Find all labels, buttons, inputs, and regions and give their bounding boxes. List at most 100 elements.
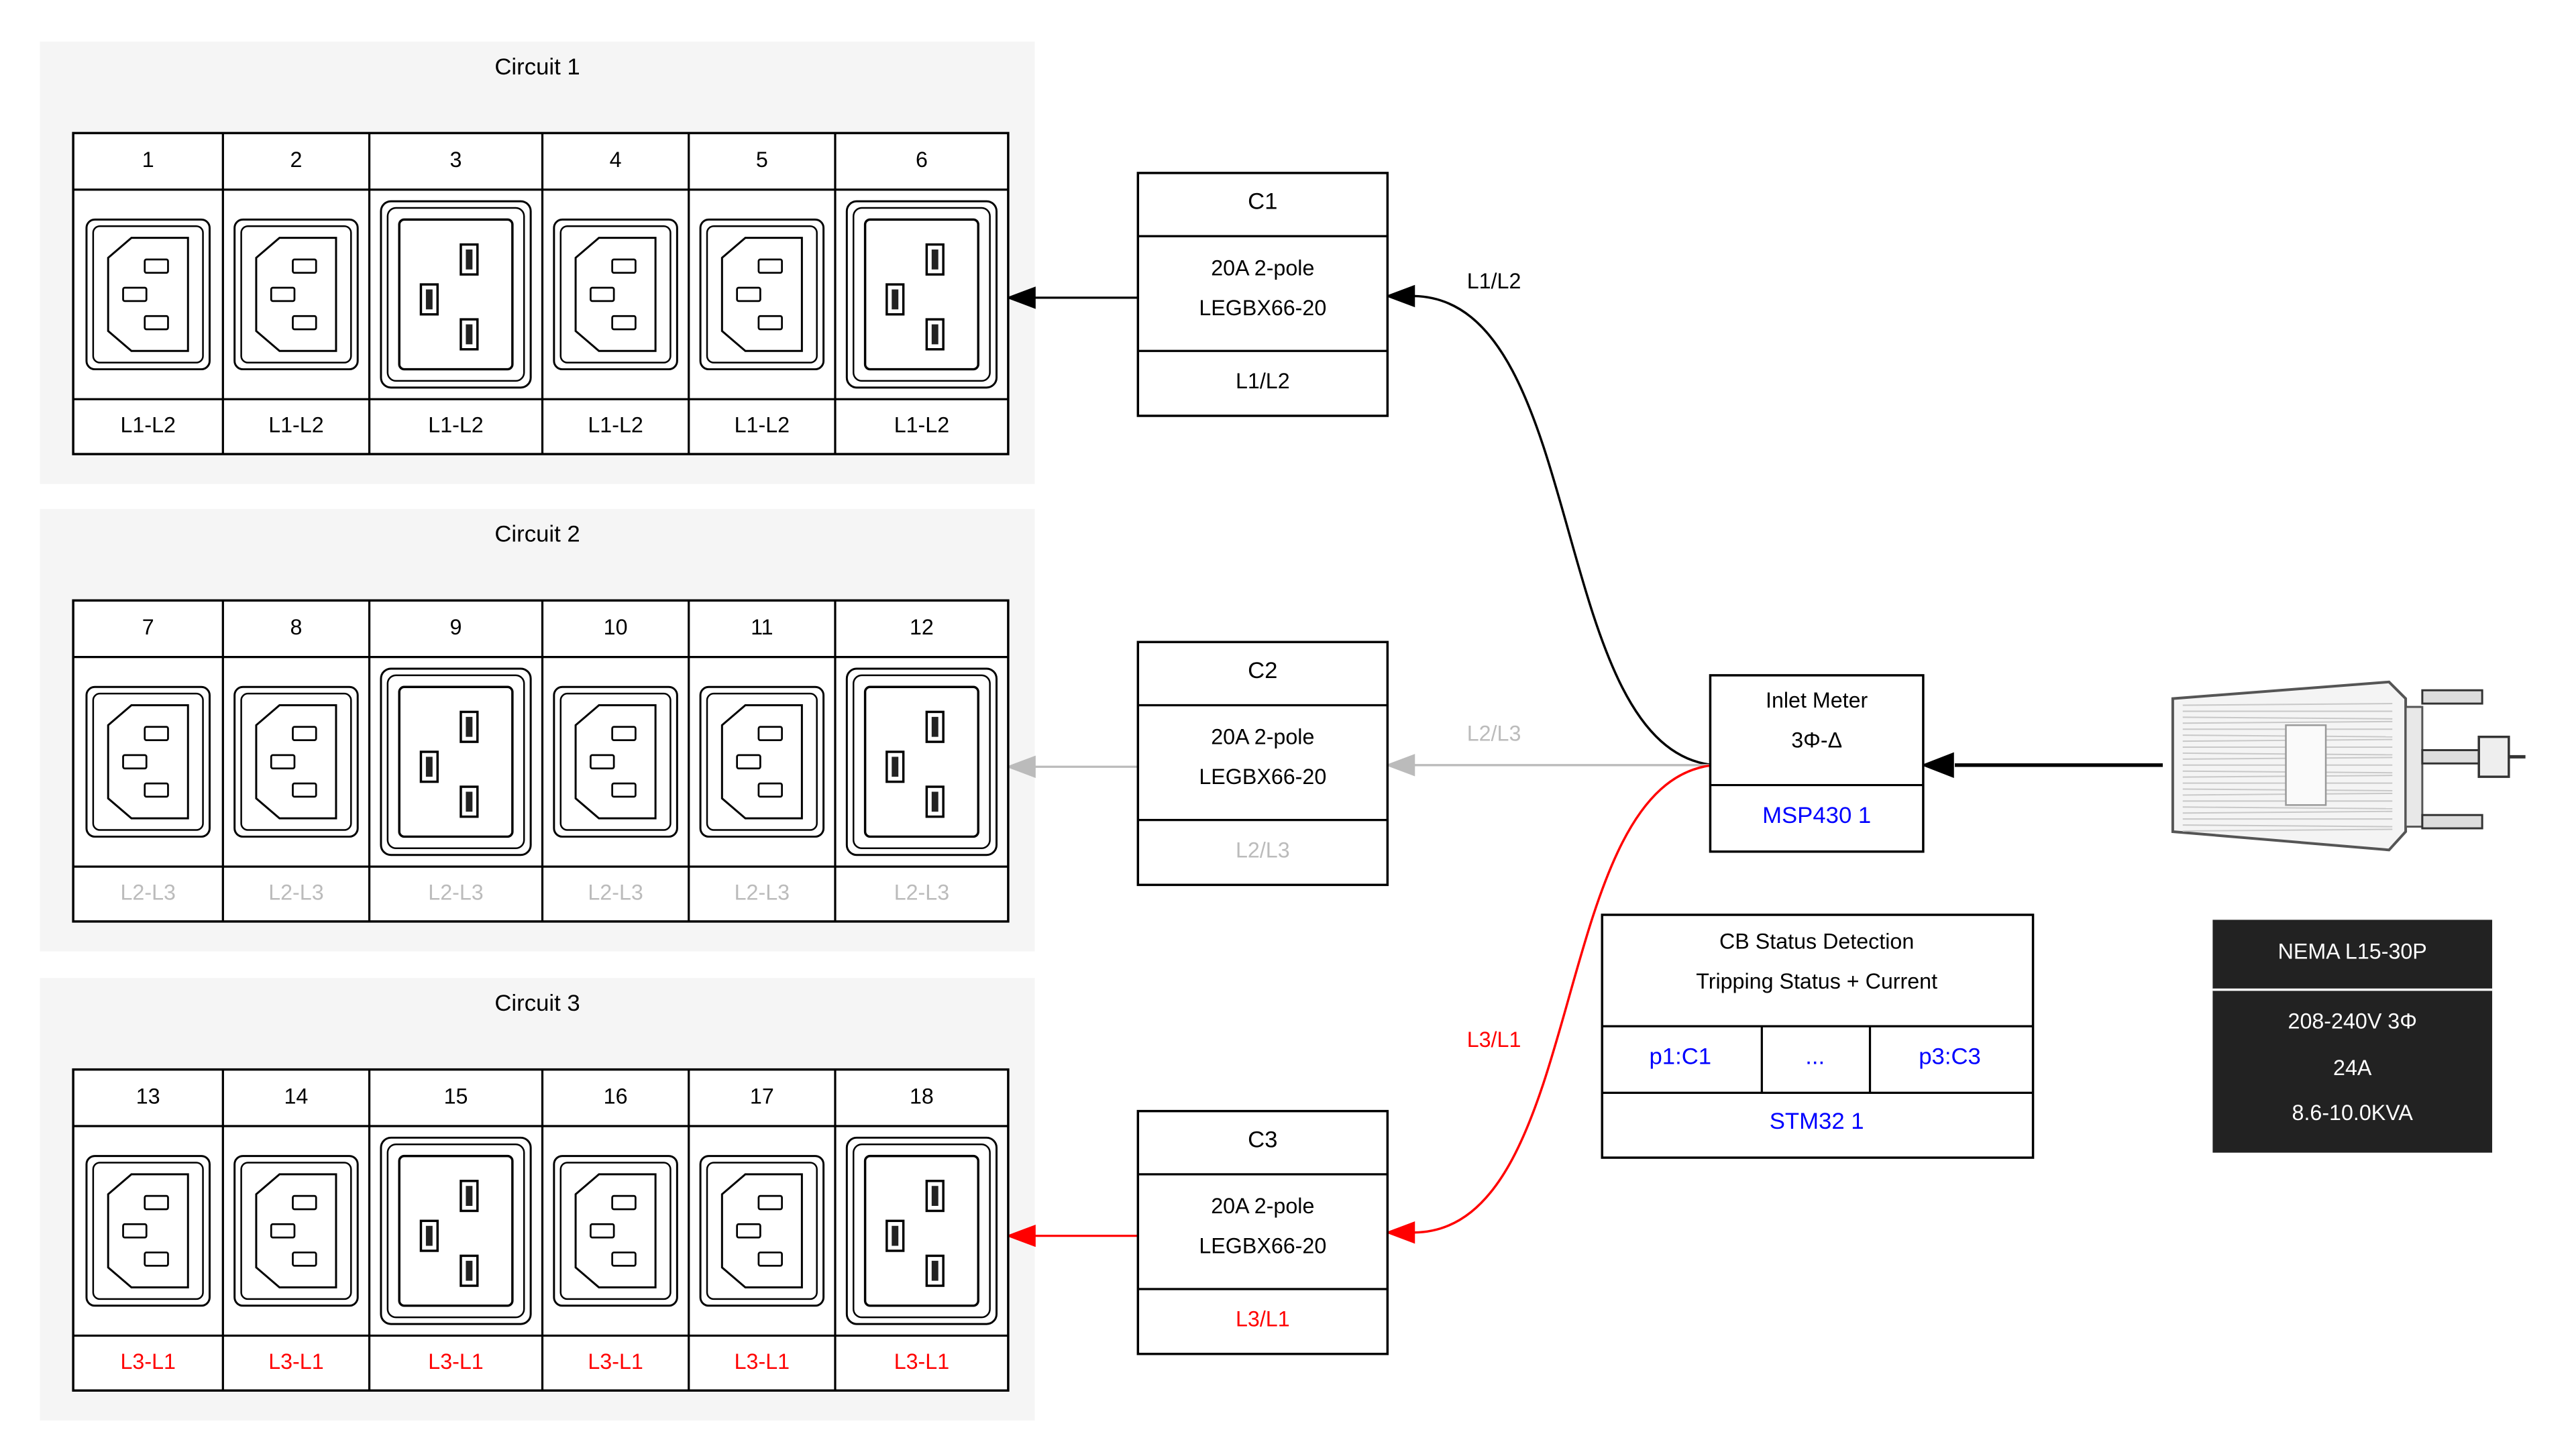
outlet-face [574, 1173, 657, 1289]
edge-meter-to-c3 [1413, 764, 1714, 1234]
port-ellipsis: ... [1805, 1044, 1825, 1069]
slot-bottom [292, 315, 317, 331]
outlet-frame-inner [852, 674, 991, 850]
outlet-frame [699, 218, 825, 371]
outlet-frame-inner [559, 692, 672, 831]
slot-ground [736, 754, 761, 770]
outlet-number: 14 [284, 1084, 309, 1108]
outlet-frame-inner [92, 225, 204, 364]
slot-fill [892, 289, 899, 310]
outlet-phase-label: L3-L1 [268, 1349, 323, 1374]
outlet-frame [380, 667, 532, 856]
outlet-frame [699, 1155, 825, 1307]
outlet-phase-label: L2-L3 [735, 881, 790, 905]
slot-top [757, 1194, 783, 1211]
outlet-face [107, 237, 189, 352]
outlet-frame [380, 1136, 532, 1325]
arrowhead [1385, 1221, 1415, 1244]
outlet-number: 18 [910, 1084, 934, 1108]
outlet-face [255, 1173, 337, 1289]
slot-bottom [611, 315, 637, 331]
outlet-number: 7 [142, 615, 154, 639]
slot-fill [931, 716, 938, 737]
outlet-frame [845, 667, 998, 856]
c19-outlet-icon [845, 200, 998, 389]
arrowhead [1006, 755, 1036, 778]
outlet-frame-inner [559, 1162, 672, 1300]
slot-ground [122, 754, 148, 770]
c13-outlet-icon [553, 1155, 678, 1307]
outlet-face [720, 1173, 803, 1289]
plug-texture [2182, 806, 2393, 810]
outlet-number: 15 [444, 1084, 468, 1108]
outlet-number: 1 [142, 148, 154, 172]
outlet-phase-label: L1-L2 [735, 413, 790, 437]
breaker-model: LEGBX66-20 [1199, 1234, 1326, 1258]
outlet-phase-label: L1-L2 [588, 413, 643, 437]
msp430-link: MSP430 1 [1762, 803, 1871, 828]
c13-outlet-icon [553, 685, 678, 838]
outlet-frame-inner [240, 692, 352, 831]
outlet-number: 4 [610, 148, 622, 172]
cb-status-frame [1601, 913, 2035, 1159]
breaker-model: LEGBX66-20 [1199, 765, 1326, 789]
outlet-frame-inner [852, 1143, 991, 1319]
inlet-meter-title: Inlet Meter [1766, 688, 1868, 712]
slot-top [611, 726, 637, 741]
outlet-table-frame [72, 599, 1010, 923]
slot-top [144, 258, 169, 274]
slot-fill [466, 1186, 473, 1206]
slot-bottom [144, 315, 169, 331]
slot-bottom [292, 782, 317, 798]
edge-meter-to-c1 [1413, 294, 1714, 767]
slot-fill [931, 249, 938, 270]
slot-bottom [144, 782, 169, 798]
plug-texture [2182, 716, 2393, 720]
edge-label-l3l1: L3/L1 [1467, 1027, 1521, 1052]
outlet-face [720, 237, 803, 352]
outlet-frame [845, 200, 998, 389]
slot-fill [466, 791, 473, 812]
edge-label-l1l2: L1/L2 [1467, 269, 1521, 293]
c13-outlet-icon [85, 1155, 211, 1307]
plug-spec-frame [2212, 920, 2493, 1153]
outlet-frame [85, 1155, 211, 1307]
arrowhead [1006, 286, 1036, 309]
outlet-frame-inner [240, 225, 352, 364]
outlet-frame [553, 1155, 678, 1307]
outlet-phase-label: L3-L1 [894, 1349, 949, 1374]
arrowhead [1006, 1224, 1036, 1247]
plug-voltage: 208-240V 3Φ [2288, 1009, 2417, 1034]
outlet-number: 3 [450, 148, 462, 172]
plug-blade-bottom [2421, 814, 2483, 830]
slot-top [292, 726, 317, 741]
outlet-face [398, 685, 514, 838]
outlet-number: 11 [751, 615, 773, 639]
plug-label-area [2285, 724, 2327, 806]
outlet-frame-inner [92, 1162, 204, 1300]
outlet-frame-inner [240, 1162, 352, 1300]
slot-fill [425, 757, 433, 777]
outlet-phase-label: L2-L3 [268, 881, 323, 905]
inlet-meter-subtitle: 3Φ-Δ [1791, 728, 1842, 753]
slot-bottom [757, 782, 783, 798]
c19-outlet-icon [380, 1136, 532, 1325]
breaker-phase: L3/L1 [1236, 1307, 1290, 1331]
outlet-phase-label: L3-L1 [120, 1349, 175, 1374]
arrowhead [1385, 754, 1415, 777]
plug-texture [2182, 810, 2393, 814]
slot-fill [931, 1260, 938, 1281]
breaker-name: C1 [1248, 189, 1277, 215]
outlet-frame [233, 1155, 359, 1307]
plug-texture [2182, 703, 2393, 706]
c13-outlet-icon [85, 685, 211, 838]
slot-ground [590, 286, 615, 302]
plug-texture [2182, 828, 2393, 832]
slot-fill [466, 324, 473, 345]
